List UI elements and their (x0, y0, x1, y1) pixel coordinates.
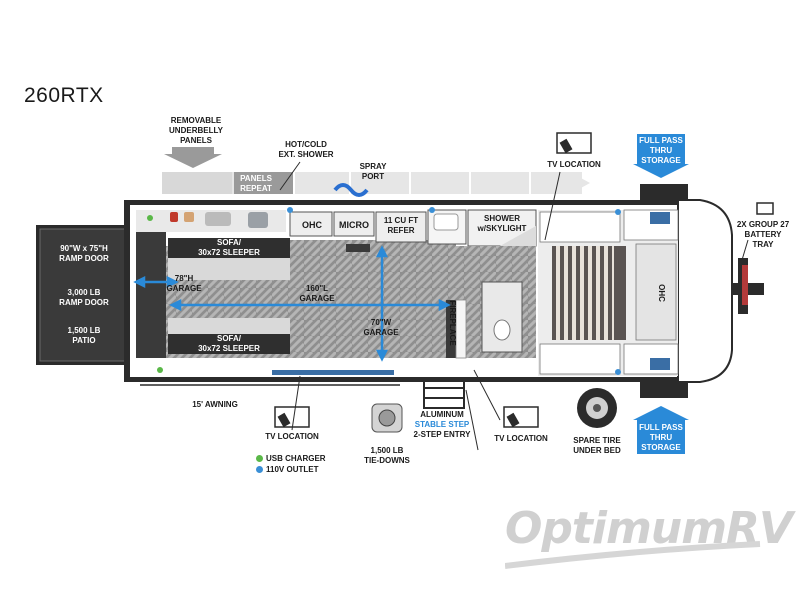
fireplace-label: FIREPLACE (448, 300, 457, 346)
hot-cold-shower-label: HOT/COLD EXT. SHOWER (278, 140, 334, 159)
sofa-bottom (168, 318, 290, 354)
110v-outlet-dot (256, 466, 263, 473)
removable-underbelly-label: REMOVABLE UNDERBELLY PANELS (169, 116, 223, 145)
usb-charger-legend: USB CHARGER (266, 454, 326, 463)
shower-label: SHOWER w/SKYLIGHT (477, 214, 527, 233)
fireplace-unit (446, 300, 458, 358)
tv-icon-left (274, 406, 310, 428)
ramp-door-size-label: 90"W x 75"H RAMP DOOR (59, 244, 109, 263)
awning-label: 15' AWNING (192, 400, 238, 409)
tv-location-top-label: TV LOCATION (547, 160, 601, 169)
ramp-door-lb-label: 3,000 LB RAMP DOOR (59, 288, 109, 307)
underbelly-arrow (164, 147, 222, 168)
refer-label: 11 CU FT REFER (383, 216, 419, 235)
garage-height-label: 78"H GARAGE (166, 274, 202, 293)
underbelly-panels-strip (162, 172, 590, 194)
panels-repeat-label: PANELS REPEAT (240, 174, 272, 193)
battery-icon (756, 202, 774, 215)
spray-port-hose (333, 183, 369, 197)
outlet-markers (147, 207, 621, 375)
110v-outlet-legend: 110V OUTLET (266, 465, 319, 474)
spare-tire (577, 388, 617, 428)
full-pass-top-label: FULL PASS THRU STORAGE (639, 136, 683, 165)
micro-label: MICRO (339, 220, 369, 230)
sofa-top-label: SOFA/ 30x72 SLEEPER (198, 238, 260, 257)
tv-icon-right (503, 406, 539, 428)
tv-icon-top (556, 132, 592, 154)
full-pass-arrow-top (633, 134, 689, 178)
garage-dimension-arrows (133, 245, 451, 362)
tv-location-right-label: TV LOCATION (494, 434, 548, 443)
battery-label: 2X GROUP 27 BATTERY TRAY (736, 220, 790, 249)
ohc-top-label: OHC (302, 220, 322, 230)
entry-steps (423, 377, 465, 409)
sofa-bottom-label: SOFA/ 30x72 SLEEPER (198, 334, 260, 353)
usb-charger-dot (256, 455, 263, 462)
entry-label: ALUMINUM STABLE STEP 2-STEP ENTRY (413, 410, 471, 439)
full-pass-arrow-bottom (633, 406, 689, 454)
tv-location-left-label: TV LOCATION (265, 432, 319, 441)
tie-down-graphic (371, 403, 403, 433)
watermark-swoosh (505, 541, 761, 569)
model-name: 260RTX (24, 84, 104, 107)
bed (552, 246, 622, 340)
ramp-door (36, 225, 132, 365)
spray-port-label: SPRAY PORT (359, 162, 387, 181)
patio-label: 1,500 LB PATIO (67, 326, 101, 345)
tie-downs-label: 1,500 LB TIE-DOWNS (364, 446, 410, 465)
spare-tire-label: SPARE TIRE UNDER BED (573, 436, 621, 455)
kitchen-floor (286, 240, 456, 250)
garage-width-label: 70"W GARAGE (363, 318, 399, 337)
garage-left-wall (136, 228, 166, 358)
sofa-top (168, 238, 290, 280)
garage-length-label: 160"L GARAGE (299, 284, 335, 303)
ohc-right-label: OHC (657, 284, 666, 302)
full-pass-bottom-label: FULL PASS THRU STORAGE (639, 423, 683, 452)
